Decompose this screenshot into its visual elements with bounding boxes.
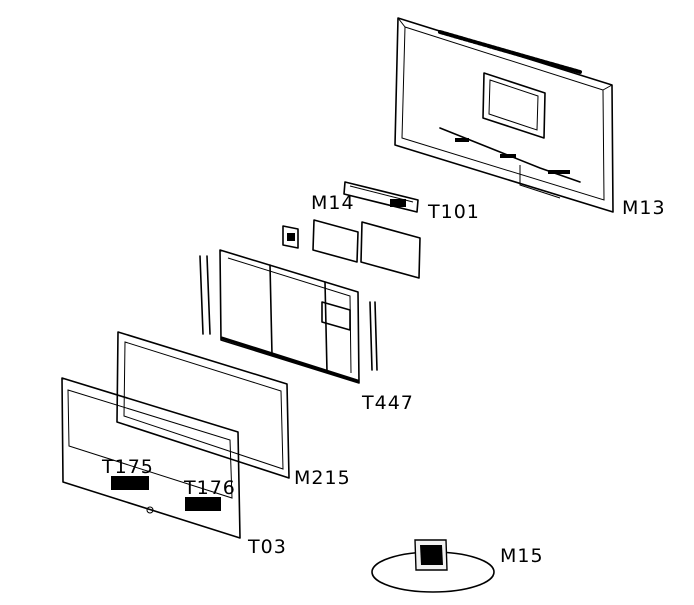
t03-label: T03 bbox=[247, 536, 287, 558]
t101-label: T101 bbox=[427, 201, 480, 223]
t175-label: T175 bbox=[101, 456, 154, 478]
t03-front-bezel-part bbox=[61, 377, 241, 539]
t447-chassis-part bbox=[199, 249, 378, 384]
m15-stand-part bbox=[371, 539, 495, 593]
rear-cover-part bbox=[394, 17, 614, 213]
t101-board-part bbox=[343, 181, 419, 213]
t176-label: T176 bbox=[183, 477, 236, 499]
m13-label: M13 bbox=[622, 197, 666, 219]
m215-label: M215 bbox=[294, 467, 351, 489]
m14-label: M14 bbox=[311, 192, 355, 214]
m14-boards-part bbox=[282, 219, 421, 279]
t447-label: T447 bbox=[361, 392, 414, 414]
m215-frame-part bbox=[116, 331, 290, 479]
m15-label: M15 bbox=[500, 545, 544, 567]
